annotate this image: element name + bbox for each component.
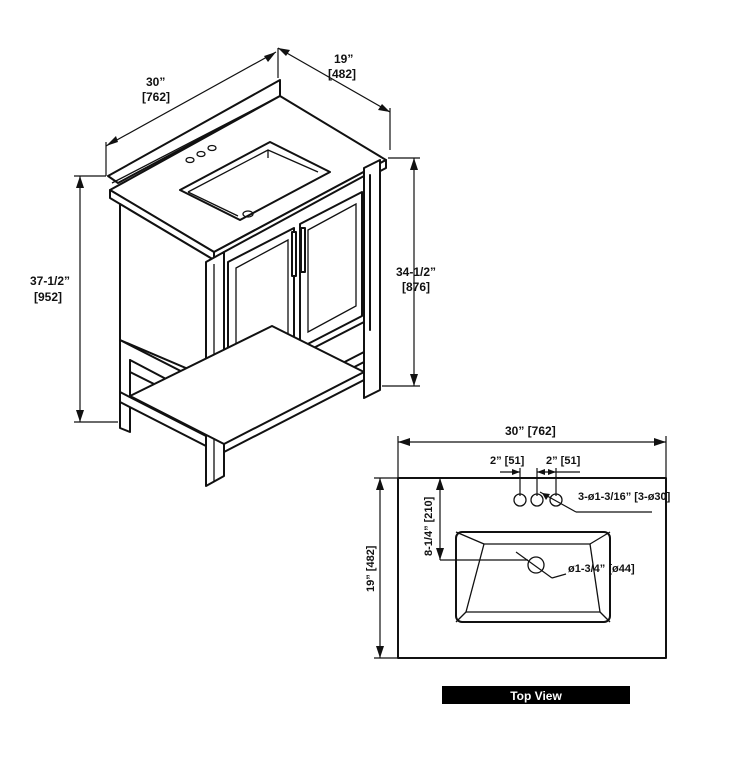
- dim-total-height: [74, 175, 118, 423]
- top-view-title: Top View: [510, 689, 562, 703]
- dim-cabinet-height: [382, 157, 420, 387]
- depth-label-mm: [482]: [328, 67, 356, 81]
- dim-width: [105, 48, 279, 176]
- drain-label: ø1-3/4” [ø44]: [568, 563, 635, 575]
- dim-depth: [277, 47, 391, 150]
- handle-right: [300, 227, 306, 273]
- total-height-label-mm: [952]: [34, 290, 62, 304]
- faucet-hole-center: [530, 493, 544, 507]
- faucet-hole-right: [549, 493, 563, 507]
- front-leg-right: [363, 159, 381, 399]
- hole-spacing-left-label: 2” [51]: [490, 455, 525, 467]
- top-drain-icon: [527, 556, 545, 574]
- faucet-holes-leader: [539, 491, 652, 513]
- cabinet-height-label-mm: [876]: [402, 280, 430, 294]
- handle-left: [291, 231, 297, 277]
- sink-basin: [179, 141, 331, 221]
- cabinet-height-label: 34-1/2”: [396, 265, 436, 279]
- basin-offset-label: 8-1/4” [210]: [423, 496, 435, 556]
- depth-label: 19”: [334, 52, 353, 66]
- vanity-iso-view: 30” [762] 19” [482] 37-1/2” [952]: [30, 47, 436, 487]
- faucet-hole-left: [513, 493, 527, 507]
- hole-spacing-right-label: 2” [51]: [546, 455, 581, 467]
- drain-leader: [551, 573, 567, 579]
- faucet-holes-label: 3-ø1-3/16” [3-ø30]: [578, 491, 671, 503]
- top-basin: [455, 531, 611, 623]
- basin-offset-dim: [436, 478, 528, 561]
- top-view: 30” [762] 2” [51] 2” [51] 3-ø1-3/16” [3-…: [365, 424, 671, 704]
- door-right: [299, 191, 363, 349]
- top-view-title-bar: [442, 686, 630, 704]
- top-dim-depth: [374, 477, 398, 659]
- top-dim-width: [397, 436, 667, 478]
- width-label: 30”: [146, 75, 165, 89]
- faucet-holes: [185, 144, 217, 164]
- top-width-label: 30” [762]: [505, 424, 556, 438]
- drain-icon: [242, 210, 254, 218]
- top-depth-label: 19” [482]: [365, 545, 377, 592]
- width-label-mm: [762]: [142, 90, 170, 104]
- hole-spacing-dims: [500, 468, 580, 496]
- bottom-shelf: [129, 325, 365, 453]
- total-height-label: 37-1/2”: [30, 274, 70, 288]
